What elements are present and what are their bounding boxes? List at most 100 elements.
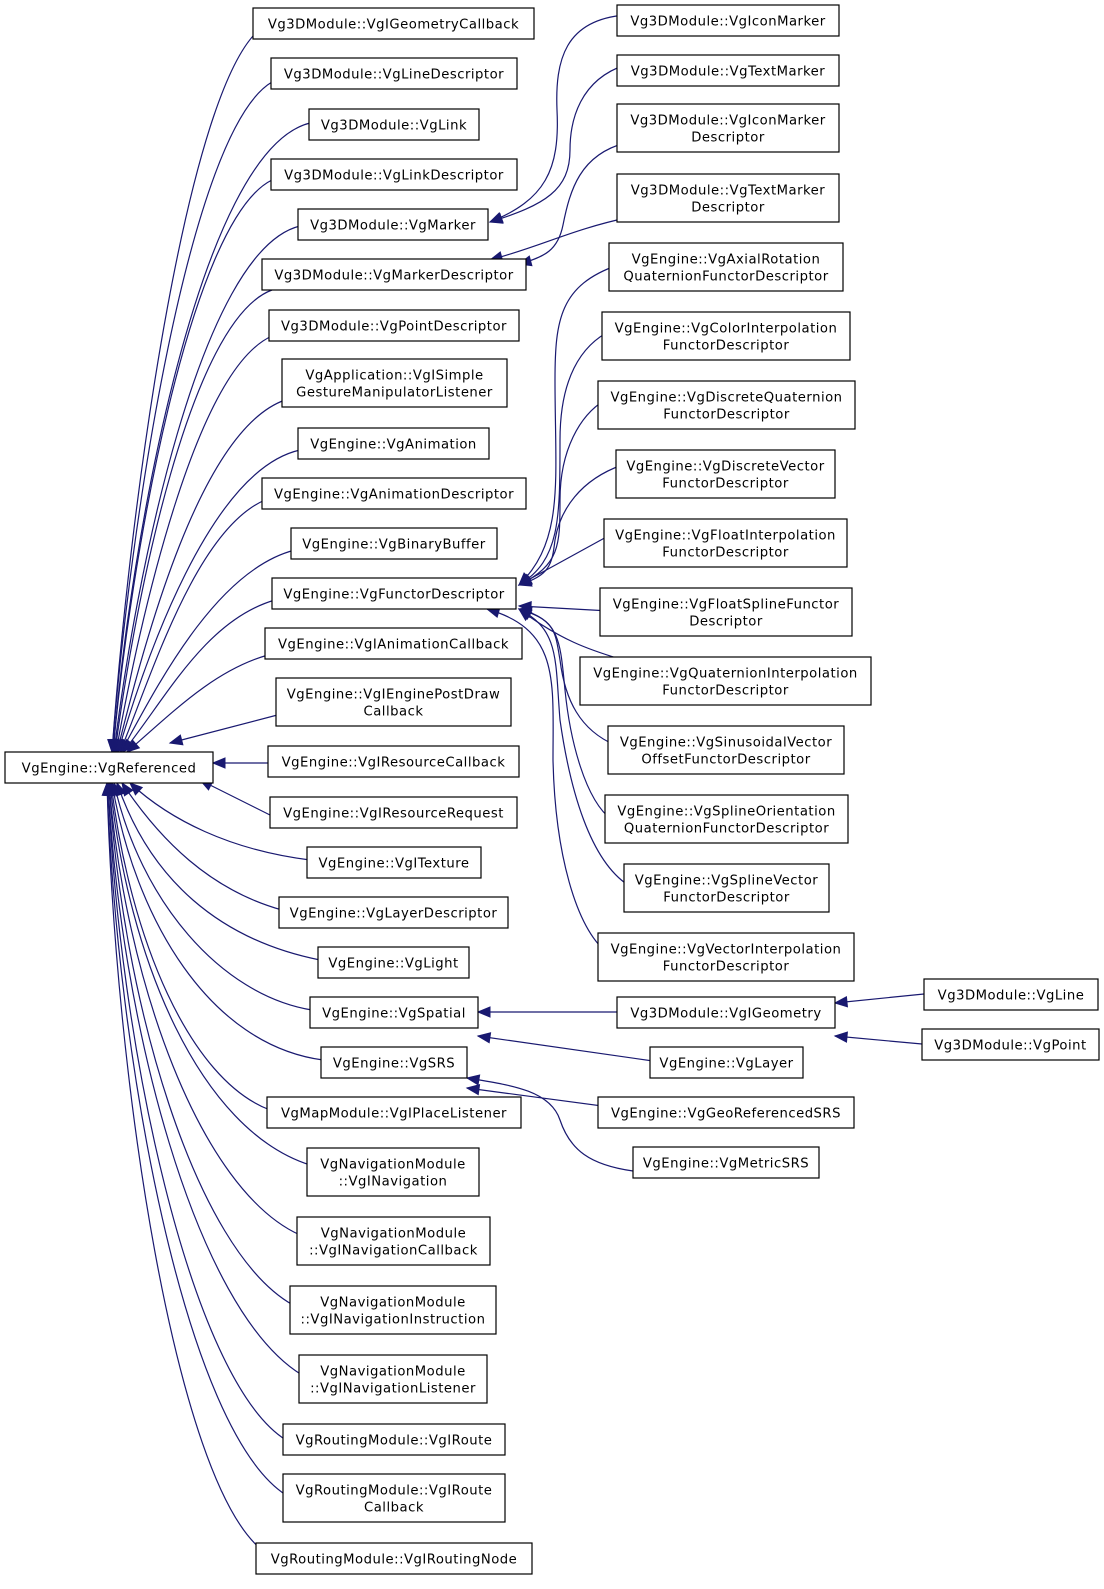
class-box — [616, 4, 840, 37]
inheritance-edge-mk-to-ref — [113, 225, 301, 753]
class-node-f10[interactable]: VgEngine::VgSplineVectorFunctorDescripto… — [623, 863, 830, 913]
inheritance-edge-n16-to-ref — [199, 779, 273, 817]
class-name-line: ::VgINavigationCallback — [309, 1244, 478, 1259]
class-node-n2[interactable]: Vg3DModule::VgLineDescriptor — [270, 57, 518, 90]
class-node-f7[interactable]: VgEngine::VgQuaternionInterpolationFunct… — [579, 656, 872, 706]
class-node-n29[interactable]: VgRoutingModule::VgIRoutingNode — [255, 1542, 533, 1575]
class-box — [579, 656, 872, 706]
class-box — [290, 527, 498, 560]
class-node-f3[interactable]: VgEngine::VgDiscreteQuaternionFunctorDes… — [597, 380, 856, 430]
class-node-msrs[interactable]: VgEngine::VgMetricSRS — [632, 1146, 820, 1179]
class-node-im[interactable]: Vg3DModule::VgIconMarker — [616, 4, 840, 37]
class-name-line: Vg3DModule::VgIconMarker — [630, 114, 825, 129]
class-node-f4[interactable]: VgEngine::VgDiscreteVectorFunctorDescrip… — [615, 449, 836, 499]
class-name-line: Vg3DModule::VgLink — [321, 119, 467, 134]
class-name-line: Vg3DModule::VgPointDescriptor — [281, 320, 507, 335]
class-name-line: VgEngine::VgLight — [328, 957, 458, 972]
class-node-n22[interactable]: VgMapModule::VgIPlaceListener — [266, 1096, 522, 1129]
class-node-n18[interactable]: VgEngine::VgLayerDescriptor — [278, 896, 509, 929]
inheritance-edge-f6-to-fd — [518, 605, 611, 612]
class-node-n1[interactable]: Vg3DModule::VgIGeometryCallback — [252, 7, 535, 40]
class-node-n11[interactable]: VgEngine::VgBinaryBuffer — [290, 527, 498, 560]
arrowhead-icon — [126, 739, 141, 753]
inheritance-edges — [101, 14, 925, 1551]
class-node-n17[interactable]: VgEngine::VgITexture — [306, 846, 482, 879]
class-node-f2[interactable]: VgEngine::VgColorInterpolationFunctorDes… — [601, 311, 851, 361]
class-box — [296, 1216, 491, 1266]
class-name-line: VgEngine::VgColorInterpolation — [615, 322, 838, 337]
class-name-line: VgEngine::VgFloatInterpolation — [615, 529, 836, 544]
class-node-f1[interactable]: VgEngine::VgAxialRotationQuaternionFunct… — [608, 242, 844, 292]
class-node-n9[interactable]: VgEngine::VgAnimation — [297, 427, 490, 460]
class-name-line: FunctorDescriptor — [663, 408, 790, 423]
class-box — [255, 1542, 533, 1575]
class-node-mk[interactable]: Vg3DModule::VgMarker — [297, 208, 489, 241]
class-box — [320, 1046, 468, 1079]
class-name-line: VgEngine::VgAnimationDescriptor — [274, 488, 514, 503]
class-node-f8[interactable]: VgEngine::VgSinusoidalVectorOffsetFuncto… — [607, 725, 845, 775]
class-name-line: Vg3DModule::VgIconMarker — [630, 15, 825, 30]
inheritance-edge-f4-to-fd — [518, 464, 623, 586]
class-name-line: Callback — [364, 1501, 424, 1516]
class-node-n7[interactable]: Vg3DModule::VgPointDescriptor — [268, 309, 520, 342]
class-box — [252, 7, 535, 40]
class-name-line: Vg3DModule::VgTextMarker — [631, 65, 825, 80]
inheritance-edge-n4-to-ref — [112, 179, 273, 753]
arrowhead-icon — [833, 1031, 848, 1043]
class-name-line: VgRoutingModule::VgIRoutingNode — [271, 1553, 518, 1568]
class-node-n10[interactable]: VgEngine::VgAnimationDescriptor — [261, 477, 527, 510]
arrowhead-icon — [833, 996, 849, 1008]
class-box — [923, 978, 1099, 1011]
class-node-n24[interactable]: VgNavigationModule::VgINavigationCallbac… — [296, 1216, 491, 1266]
class-node-layer[interactable]: VgEngine::VgLayer — [649, 1046, 804, 1079]
class-name-line: VgNavigationModule — [320, 1296, 465, 1311]
class-name-line: VgEngine::VgReferenced — [22, 762, 197, 777]
class-node-geo[interactable]: Vg3DModule::VgIGeometry — [616, 996, 836, 1029]
class-node-point[interactable]: Vg3DModule::VgPoint — [921, 1028, 1100, 1061]
class-node-n23[interactable]: VgNavigationModule::VgINavigation — [306, 1147, 480, 1197]
class-node-n27[interactable]: VgRoutingModule::VgIRoute — [282, 1423, 506, 1456]
class-node-gsrs[interactable]: VgEngine::VgGeoReferencedSRS — [597, 1096, 855, 1129]
class-node-n26[interactable]: VgNavigationModule::VgINavigationListene… — [298, 1354, 488, 1404]
inheritance-edge-n26-to-ref — [107, 782, 303, 1376]
class-node-n13[interactable]: VgEngine::VgIAnimationCallback — [264, 627, 523, 660]
class-box — [317, 946, 470, 979]
class-node-fd[interactable]: VgEngine::VgFunctorDescriptor — [271, 577, 517, 610]
class-node-line[interactable]: Vg3DModule::VgLine — [923, 978, 1099, 1011]
class-node-f11[interactable]: VgEngine::VgVectorInterpolationFunctorDe… — [597, 932, 855, 982]
class-node-n16[interactable]: VgEngine::VgIResourceRequest — [269, 796, 518, 829]
class-node-sp[interactable]: VgEngine::VgSpatial — [309, 996, 479, 1029]
class-name-line: VgRoutingModule::VgIRoute — [296, 1434, 493, 1449]
class-box — [261, 258, 527, 291]
class-box — [649, 1046, 804, 1079]
class-node-tm[interactable]: Vg3DModule::VgTextMarker — [616, 54, 840, 87]
class-node-n15[interactable]: VgEngine::VgIResourceCallback — [267, 745, 520, 778]
class-node-srs[interactable]: VgEngine::VgSRS — [320, 1046, 468, 1079]
class-box — [623, 863, 830, 913]
class-node-n4[interactable]: Vg3DModule::VgLinkDescriptor — [270, 158, 518, 191]
arrowhead-icon — [129, 782, 144, 796]
class-node-n8[interactable]: VgApplication::VgISimpleGestureManipulat… — [281, 358, 508, 408]
class-node-mkd[interactable]: Vg3DModule::VgMarkerDescriptor — [261, 258, 527, 291]
class-name-line: QuaternionFunctorDescriptor — [623, 270, 828, 285]
class-name-line: VgEngine::VgAxialRotation — [632, 253, 821, 268]
class-node-f5[interactable]: VgEngine::VgFloatInterpolationFunctorDes… — [603, 518, 848, 568]
inheritance-edge-n2-to-ref — [111, 81, 273, 753]
class-node-n25[interactable]: VgNavigationModule::VgINavigationInstruc… — [289, 1285, 497, 1335]
class-node-n3[interactable]: Vg3DModule::VgLink — [308, 108, 480, 141]
class-node-ref[interactable]: VgEngine::VgReferenced — [4, 751, 214, 784]
class-box — [266, 1096, 522, 1129]
inheritance-edge-n24-to-ref — [108, 782, 301, 1236]
class-name-line: VgEngine::VgDiscreteVector — [626, 460, 824, 475]
class-node-n19[interactable]: VgEngine::VgLight — [317, 946, 470, 979]
class-box — [298, 1354, 488, 1404]
class-box — [616, 173, 840, 223]
inheritance-edge-n11-to-ref — [120, 549, 296, 753]
class-name-line: VgEngine::VgSpatial — [322, 1007, 466, 1022]
class-node-f9[interactable]: VgEngine::VgSplineOrientationQuaternionF… — [604, 794, 849, 844]
